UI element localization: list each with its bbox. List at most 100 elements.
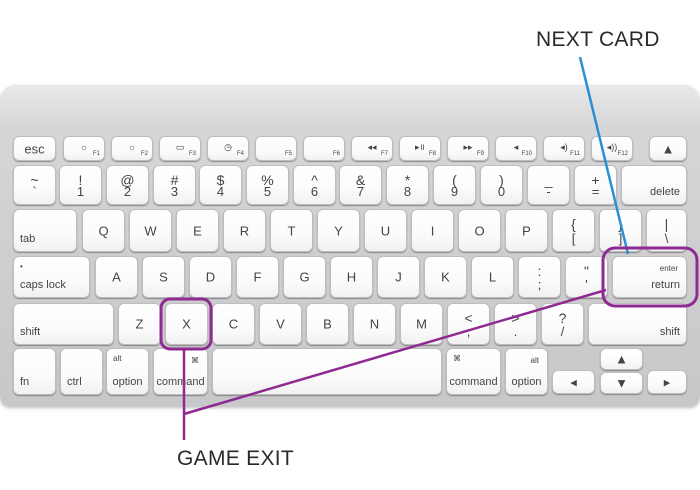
- key-8-label: 8: [403, 184, 412, 199]
- slash-key[interactable]: ?/: [541, 303, 584, 345]
- key-6[interactable]: ^6: [293, 165, 336, 205]
- f2-label: F2: [140, 151, 148, 157]
- key-l[interactable]: L: [471, 256, 514, 298]
- key-w-label: W: [144, 223, 157, 238]
- caps-lock-indicator: •: [20, 262, 23, 271]
- semicolon-key[interactable]: :;: [518, 256, 561, 298]
- right-option-key[interactable]: alt option: [505, 348, 548, 395]
- key-e[interactable]: E: [176, 209, 219, 252]
- f5-key[interactable]: F5: [255, 136, 297, 161]
- key-n[interactable]: N: [353, 303, 396, 345]
- key-u[interactable]: U: [364, 209, 407, 252]
- key-k-label: K: [441, 269, 450, 285]
- f6-key[interactable]: F6: [303, 136, 345, 161]
- key-s[interactable]: S: [142, 256, 185, 298]
- right-option-label: option: [511, 376, 542, 388]
- minus-key[interactable]: _-: [527, 165, 570, 205]
- f3-label: F3: [188, 151, 196, 157]
- f10-label: F10: [521, 151, 532, 157]
- key-f[interactable]: F: [236, 256, 279, 298]
- f12-key[interactable]: ◂))F12: [591, 136, 633, 161]
- key-h[interactable]: H: [330, 256, 373, 298]
- equal-key[interactable]: +=: [574, 165, 617, 205]
- game-exit-label: GAME EXIT: [177, 447, 295, 470]
- game-exit-connector-diagonal: [183, 288, 607, 416]
- f6-label: F6: [332, 151, 340, 157]
- key-r-label: R: [239, 223, 250, 238]
- key-1[interactable]: !1: [59, 165, 102, 205]
- f1-label: F1: [92, 151, 100, 157]
- key-4[interactable]: $4: [199, 165, 242, 205]
- slash-key-label: /: [560, 324, 565, 339]
- esc-key[interactable]: esc: [13, 136, 56, 161]
- key-0[interactable]: )0: [480, 165, 523, 205]
- left-shift-label: shift: [20, 326, 41, 338]
- fn-key[interactable]: fn: [13, 348, 56, 395]
- key-3-shift-label: #: [170, 172, 179, 188]
- right-command-key[interactable]: ⌘command: [446, 348, 501, 395]
- arrow-down-key[interactable]: ▼: [600, 372, 643, 394]
- key-t[interactable]: T: [270, 209, 313, 252]
- key-b[interactable]: B: [306, 303, 349, 345]
- key-v[interactable]: V: [259, 303, 302, 345]
- key-7-shift-label: &: [355, 172, 366, 188]
- tilde-key-label: `: [32, 184, 37, 199]
- key-x[interactable]: X: [165, 303, 208, 345]
- backslash-key[interactable]: |\: [646, 209, 687, 252]
- f7-key[interactable]: ◂◂F7: [351, 136, 393, 161]
- left-bracket-key[interactable]: {[: [552, 209, 595, 252]
- key-m[interactable]: M: [400, 303, 443, 345]
- delete-key[interactable]: delete: [621, 165, 687, 205]
- key-q[interactable]: Q: [82, 209, 125, 252]
- f10-key[interactable]: ◂F10: [495, 136, 537, 161]
- left-alt-label: alt: [113, 354, 122, 363]
- f9-key[interactable]: ▸▸F9: [447, 136, 489, 161]
- key-7[interactable]: &7: [339, 165, 382, 205]
- f11-key[interactable]: ◂)F11: [543, 136, 585, 161]
- key-j[interactable]: J: [377, 256, 420, 298]
- f4-key[interactable]: ◷F4: [207, 136, 249, 161]
- left-control-key[interactable]: ctrl: [60, 348, 103, 395]
- fn-label: fn: [20, 376, 30, 388]
- eject-key[interactable]: ▲: [649, 136, 687, 161]
- f2-key[interactable]: ☼F2: [111, 136, 153, 161]
- period-key[interactable]: >.: [494, 303, 537, 345]
- key-d[interactable]: D: [189, 256, 232, 298]
- key-a[interactable]: A: [95, 256, 138, 298]
- key-o[interactable]: O: [458, 209, 501, 252]
- key-w[interactable]: W: [129, 209, 172, 252]
- key-r[interactable]: R: [223, 209, 266, 252]
- arrow-up-key[interactable]: ▲: [600, 348, 643, 370]
- arrow-right-key[interactable]: ▸: [647, 370, 687, 394]
- caps-lock-key[interactable]: •caps lock: [13, 256, 90, 298]
- key-0-shift-label: ): [499, 172, 504, 188]
- key-p[interactable]: P: [505, 209, 548, 252]
- f7-icon: ◂◂: [367, 142, 377, 152]
- key-9[interactable]: (9: [433, 165, 476, 205]
- right-shift-key[interactable]: shift: [588, 303, 687, 345]
- key-g[interactable]: G: [283, 256, 326, 298]
- key-8[interactable]: *8: [386, 165, 429, 205]
- key-3[interactable]: #3: [153, 165, 196, 205]
- key-m-label: M: [416, 316, 427, 332]
- arrow-left-key[interactable]: ◂: [552, 370, 595, 394]
- semicolon-key-label: ;: [537, 277, 542, 292]
- f3-key[interactable]: ▭F3: [159, 136, 201, 161]
- key-i[interactable]: I: [411, 209, 454, 252]
- key-t-label: T: [287, 223, 296, 238]
- right-alt-label: alt: [530, 356, 539, 365]
- key-k[interactable]: K: [424, 256, 467, 298]
- key-y[interactable]: Y: [317, 209, 360, 252]
- tab-key[interactable]: tab: [13, 209, 77, 252]
- tilde-key[interactable]: ~`: [13, 165, 56, 205]
- f9-label: F9: [476, 151, 484, 157]
- arrow-right-icon: ▸: [663, 374, 671, 390]
- key-2[interactable]: @2: [106, 165, 149, 205]
- key-5[interactable]: %5: [246, 165, 289, 205]
- f1-key[interactable]: ☼F1: [63, 136, 105, 161]
- left-shift-key[interactable]: shift: [13, 303, 114, 345]
- f8-key[interactable]: ▸॥F8: [399, 136, 441, 161]
